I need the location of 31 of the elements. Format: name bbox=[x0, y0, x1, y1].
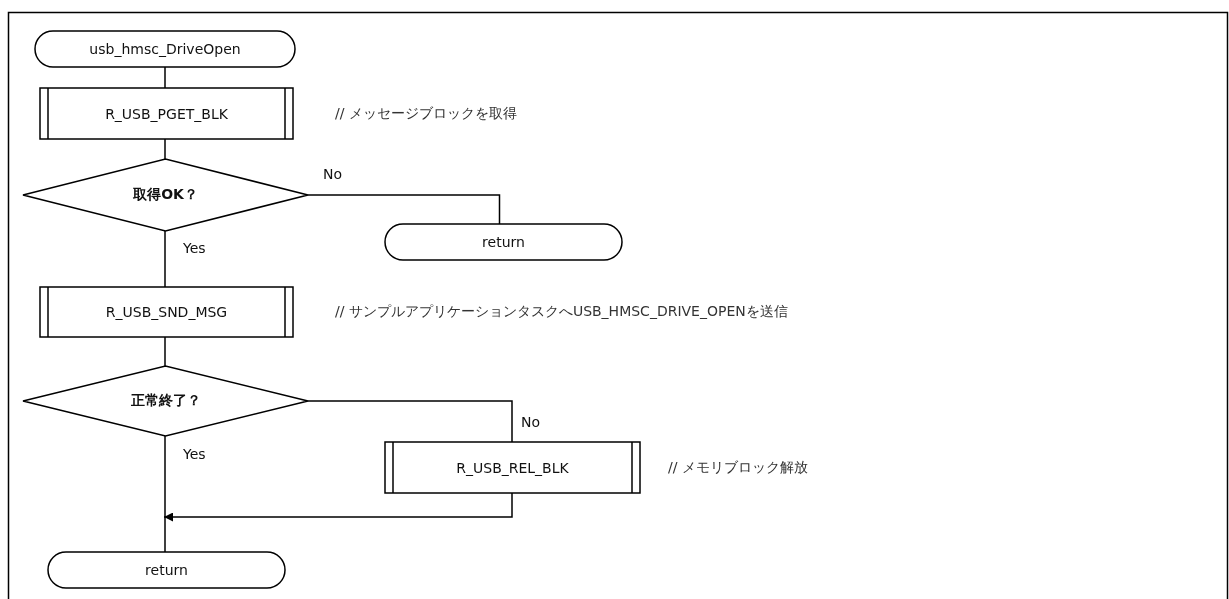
comment-text: // メッセージブロックを取得 bbox=[335, 104, 517, 123]
comment-text: // サンプルアプリケーションタスクへUSB_HMSC_DRIVE_OPENを送信 bbox=[335, 303, 788, 321]
function-name: R_USB_SND_MSG bbox=[105, 304, 228, 320]
terminal-shape bbox=[35, 31, 295, 67]
connector-line bbox=[164, 138, 166, 160]
function-name: usb_hmsc_DriveOpen bbox=[89, 41, 241, 57]
connector-line bbox=[164, 230, 166, 288]
decision-diamond bbox=[23, 366, 308, 436]
connector-line bbox=[307, 194, 501, 225]
terminal-shape bbox=[48, 552, 285, 588]
connector-line bbox=[164, 336, 166, 367]
decision-text: 取得OK？ bbox=[133, 186, 198, 204]
edge-label: Yes bbox=[182, 240, 207, 256]
comment-text: // メモリブロック解放 bbox=[668, 458, 808, 477]
connector-line bbox=[164, 435, 166, 553]
arrow bbox=[163, 492, 513, 522]
edge-label: No bbox=[520, 414, 542, 430]
terminal-shape bbox=[385, 224, 622, 260]
edge-label: No bbox=[322, 166, 344, 182]
function-name: return bbox=[145, 562, 188, 578]
function-name: R_USB_REL_BLK bbox=[456, 459, 569, 476]
decision-diamond bbox=[23, 159, 308, 231]
decision-text: 正常終了？ bbox=[130, 392, 201, 410]
function-name: return bbox=[482, 234, 525, 250]
function-name: R_USB_PGET_BLK bbox=[105, 105, 228, 122]
edge-label: Yes bbox=[182, 446, 207, 462]
subroutine-box bbox=[40, 88, 293, 139]
connector-line bbox=[307, 400, 513, 443]
connector-line bbox=[164, 66, 166, 89]
subroutine-box bbox=[385, 442, 640, 493]
subroutine-box bbox=[40, 287, 293, 337]
